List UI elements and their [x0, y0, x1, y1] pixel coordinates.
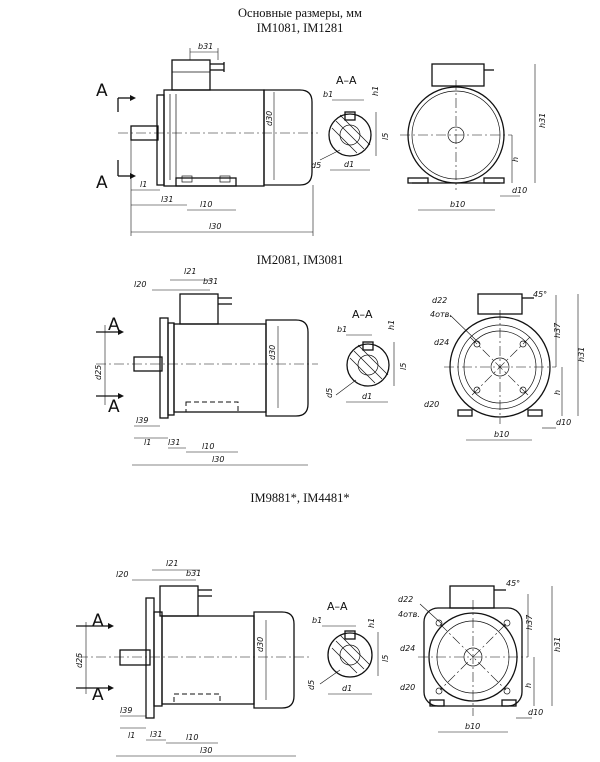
dim-label: h [524, 683, 533, 688]
front-view-motor-1: h31 h b10 d10 [400, 63, 547, 211]
dim-label: b1 [323, 90, 333, 99]
view-2-heading: IM2081, IM3081 [256, 253, 344, 267]
dim-label: 45° [533, 290, 547, 299]
view-2: А А l21 b31 l20 d25 d30 l39 l1 l31 l10 l… [94, 267, 586, 466]
dim-label: d22 [432, 296, 447, 305]
dim-label: h1 [387, 320, 396, 330]
dim-label: h31 [538, 113, 547, 128]
section-label: А–А [327, 600, 348, 613]
dim-label: d1 [344, 160, 354, 169]
dim-label: 4отв. [430, 310, 452, 319]
dim-label: d30 [265, 111, 274, 126]
view-3-heading: IM9881*, IM4481* [250, 491, 350, 505]
dim-label: l20 [116, 570, 128, 579]
dim-label: d25 [75, 653, 84, 668]
dim-label: d10 [512, 186, 527, 195]
dim-label: b10 [494, 430, 509, 439]
dim-label: l39 [136, 416, 148, 425]
dim-label: 4отв. [398, 610, 420, 619]
dim-label: d1 [342, 684, 352, 693]
view-1: А А b31 l30 l31 l1 l10 d30 А–А b1 h1 l5 … [96, 42, 547, 236]
dim-label: d25 [94, 365, 103, 380]
dim-label: l20 [134, 280, 146, 289]
dim-label: b1 [337, 325, 347, 334]
dim-label: d10 [556, 418, 571, 427]
dim-label: d5 [311, 161, 321, 170]
dim-label: d22 [398, 595, 413, 604]
section-label: А–А [336, 74, 357, 87]
side-view-motor-3: А А l21 b31 l20 d25 d30 l39 l1 l31 l10 l… [75, 559, 312, 757]
dim-label: l30 [212, 455, 224, 464]
dim-label: d30 [268, 345, 277, 360]
front-view-motor-3: 45° d22 4отв. d24 d20 h37 h31 h b10 d10 [398, 579, 562, 733]
dim-label: d24 [400, 644, 415, 653]
dim-label: l21 [184, 267, 196, 276]
dim-label: l31 [150, 730, 162, 739]
dim-label: d5 [307, 680, 316, 690]
dim-label: b10 [450, 200, 465, 209]
dim-label: b10 [465, 722, 480, 731]
dim-label: l10 [186, 733, 198, 742]
side-view-motor-1: А А b31 l30 l31 l1 l10 d30 [96, 42, 318, 236]
view-mark-a-bottom: А [92, 685, 104, 705]
dim-label: h37 [525, 614, 534, 630]
page-title: Основные размеры, мм [238, 6, 362, 20]
dim-label: h31 [553, 637, 562, 652]
shaft-section-2: А–А b1 h1 l5 d5 d1 [325, 308, 408, 403]
side-view-motor-2: А А l21 b31 l20 d25 d30 l39 l1 l31 l10 l… [94, 267, 318, 466]
view-3: А А l21 b31 l20 d25 d30 l39 l1 l31 l10 l… [75, 559, 562, 757]
dim-label: d5 [325, 388, 334, 398]
dim-label: l39 [120, 706, 132, 715]
dim-label: h [511, 157, 520, 162]
dim-label: h1 [367, 618, 376, 628]
dim-label: d20 [400, 683, 415, 692]
dim-label: l30 [209, 222, 221, 231]
dim-label: l31 [168, 438, 180, 447]
dim-label: l10 [202, 442, 214, 451]
dim-label: l10 [200, 200, 212, 209]
view-mark-a-top: А [92, 611, 104, 631]
dim-label: l1 [140, 180, 147, 189]
front-view-motor-2: 45° d22 4отв. d24 d20 h37 h31 h b10 d10 [424, 290, 586, 441]
dim-label: 45° [506, 579, 520, 588]
dim-label: d24 [434, 338, 449, 347]
view-mark-a-bottom: А [96, 173, 108, 193]
dim-label: h37 [553, 322, 562, 338]
dim-label: h [553, 390, 562, 395]
view-mark-a-bottom: А [108, 397, 120, 417]
dim-label: d20 [424, 400, 439, 409]
view-mark-a-top: А [96, 81, 108, 101]
dim-label: l21 [166, 559, 178, 568]
dim-label: d1 [362, 392, 372, 401]
dim-label: d30 [256, 637, 265, 652]
dim-label: h1 [371, 86, 380, 96]
dim-label: b31 [198, 42, 213, 51]
view-mark-a-top: А [108, 315, 120, 335]
dim-label: l5 [399, 363, 408, 370]
dim-label: h31 [577, 347, 586, 362]
section-label: А–А [352, 308, 373, 321]
dim-label: l1 [128, 731, 135, 740]
dim-label: b31 [186, 569, 201, 578]
dim-label: l5 [381, 655, 390, 662]
dim-label: l1 [144, 438, 151, 447]
dim-label: l5 [381, 133, 390, 140]
dim-label: l30 [200, 746, 212, 755]
dim-label: b31 [203, 277, 218, 286]
page-subtitle: IM1081, IM1281 [256, 21, 344, 35]
dim-label: b1 [312, 616, 322, 625]
shaft-section-1: А–А b1 h1 l5 d1 d5 [311, 74, 390, 171]
dim-label: d10 [528, 708, 543, 717]
shaft-section-3: А–А b1 h1 l5 d5 d1 [307, 600, 390, 695]
dim-label: l31 [161, 195, 173, 204]
